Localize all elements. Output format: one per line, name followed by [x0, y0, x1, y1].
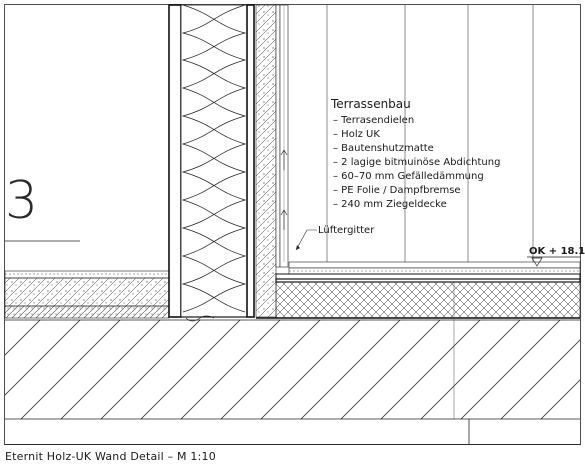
buildup-layer: – 60–70 mm Gefälledämmung [333, 171, 484, 182]
interior-floor-buildup [4, 270, 170, 319]
room-number: 3 [5, 171, 38, 231]
buildup-layer: – 2 lagige bitmuinöse Abdichtung [333, 157, 500, 168]
terrace-buildup [256, 261, 581, 319]
buildup-heading: Terrassenbau [330, 97, 411, 111]
cladding-boards [326, 5, 534, 262]
facade-cladding [246, 4, 289, 318]
masonry-wall [168, 4, 248, 318]
buildup-annotation: Terrassenbau – Terrasendielen – Holz UK … [330, 97, 500, 210]
buildup-layer: – Holz UK [333, 129, 380, 140]
level-marker: OK + 18.14 [527, 246, 585, 267]
vent-arrows [280, 149, 288, 230]
mineral-wool-insulation [181, 4, 247, 313]
buildup-layer: – 240 mm Ziegeldecke [333, 199, 447, 210]
vent-annotation: Lüftergitter [295, 225, 375, 251]
ground-slab-hatch [5, 320, 580, 419]
vent-label: Lüftergitter [318, 225, 375, 236]
level-marker-label: OK + 18.14 [529, 246, 585, 257]
drawing-title: Eternit Holz-UK Wand Detail – M 1:10 [5, 450, 216, 463]
buildup-layer: – PE Folie / Dampfbremse [333, 185, 461, 196]
buildup-layer: – Bautenshutzmatte [333, 143, 434, 154]
buildup-layer: – Terrasendielen [333, 115, 414, 126]
